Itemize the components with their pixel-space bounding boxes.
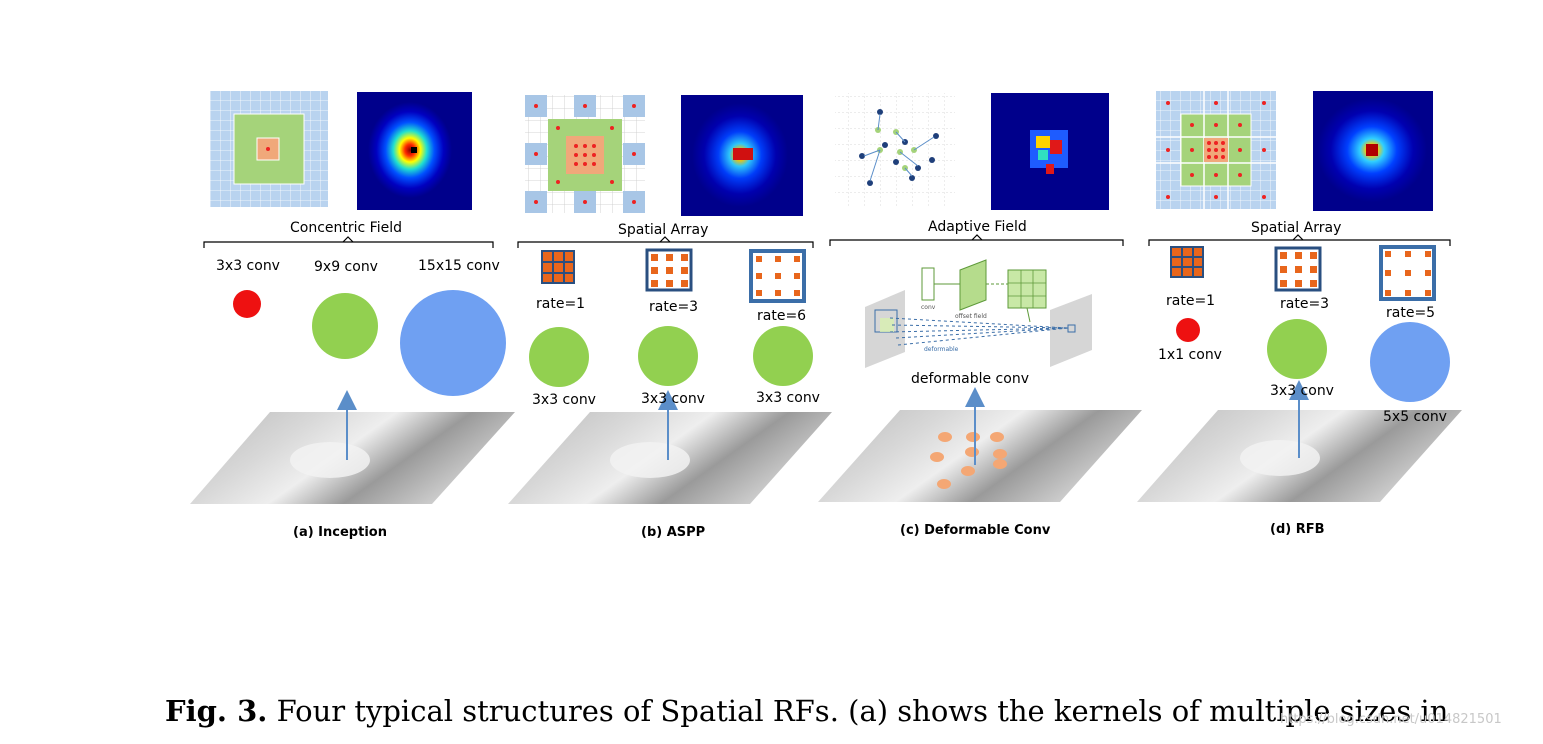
rate-label: rate=1 [536, 296, 586, 312]
panel-deformable: conv offset field deformable [818, 93, 1142, 502]
deformable-diagram: conv offset field deformable [865, 259, 1092, 368]
conv-label: 1x1 conv [1158, 347, 1222, 363]
conv-label: deformable conv [911, 371, 1029, 387]
heatmap-rfb [1313, 91, 1433, 211]
field-brace [203, 241, 494, 248]
conv-label: 3x3 conv [641, 391, 705, 407]
conv-label: 15x15 conv [418, 258, 500, 274]
conv-label: 3x3 conv [216, 258, 280, 274]
offset-sample-points [930, 432, 1007, 489]
rate-label: rate=1 [1166, 293, 1216, 309]
rate-label: rate=3 [1280, 296, 1330, 312]
rfb-grid [1156, 91, 1276, 209]
field-label-inception: Concentric Field [290, 220, 402, 236]
figure-caption: Fig. 3. Four typical structures of Spati… [165, 694, 1448, 728]
conv-label: 5x5 conv [1383, 409, 1447, 425]
field-brace [1148, 239, 1451, 246]
concentric-grid [210, 91, 328, 207]
kernel-rate-6 [749, 249, 806, 303]
rate-label: rate=5 [1386, 305, 1436, 321]
diagram-label-offset: offset field [955, 313, 987, 320]
subfigure-title: (d) RFB [1270, 522, 1325, 537]
kernel-rate-5 [1379, 245, 1436, 301]
field-label-aspp: Spatial Array [618, 222, 709, 238]
kernel-rate-1 [1170, 246, 1204, 278]
conv-label: 3x3 conv [1270, 383, 1334, 399]
heatmap-aspp [681, 95, 803, 216]
heatmap-inception [357, 92, 472, 210]
kernel-rate-1 [541, 250, 575, 284]
conv-label: 3x3 conv [532, 392, 596, 408]
rate-label: rate=6 [757, 308, 807, 324]
caption-text: Four typical structures of Spatial RFs. … [276, 694, 1449, 728]
field-brace [829, 239, 1124, 246]
subfigure-title: (c) Deformable Conv [900, 523, 1051, 538]
spatial-array-grid [525, 95, 645, 213]
panel-inception [190, 91, 515, 504]
watermark: https://blog.csdn.net/u014821501 [1280, 712, 1502, 727]
kernel-circle-large [400, 290, 506, 396]
panel-aspp [508, 95, 832, 504]
panel-rfb [1137, 91, 1462, 502]
field-label-deformable: Adaptive Field [928, 219, 1027, 235]
input-image [818, 410, 1142, 502]
caption-prefix: Fig. 3. [165, 694, 268, 728]
field-label-rfb: Spatial Array [1251, 220, 1342, 236]
heatmap-deformable [991, 93, 1109, 210]
kernel-rate-3 [1274, 246, 1322, 292]
diagram-label-deformable: deformable [924, 346, 959, 353]
subfigure-title: (a) Inception [293, 525, 387, 540]
diagram-label-conv: conv [921, 304, 936, 311]
kernel-rate-3 [645, 248, 693, 292]
subfigure-title: (b) ASPP [641, 525, 706, 540]
adaptive-grid [835, 93, 955, 208]
field-brace [517, 241, 814, 248]
kernel-circle-small [233, 290, 261, 318]
conv-label: 9x9 conv [314, 259, 378, 275]
kernel-circle-medium [312, 293, 378, 359]
rate-label: rate=3 [649, 299, 699, 315]
conv-label: 3x3 conv [756, 390, 820, 406]
